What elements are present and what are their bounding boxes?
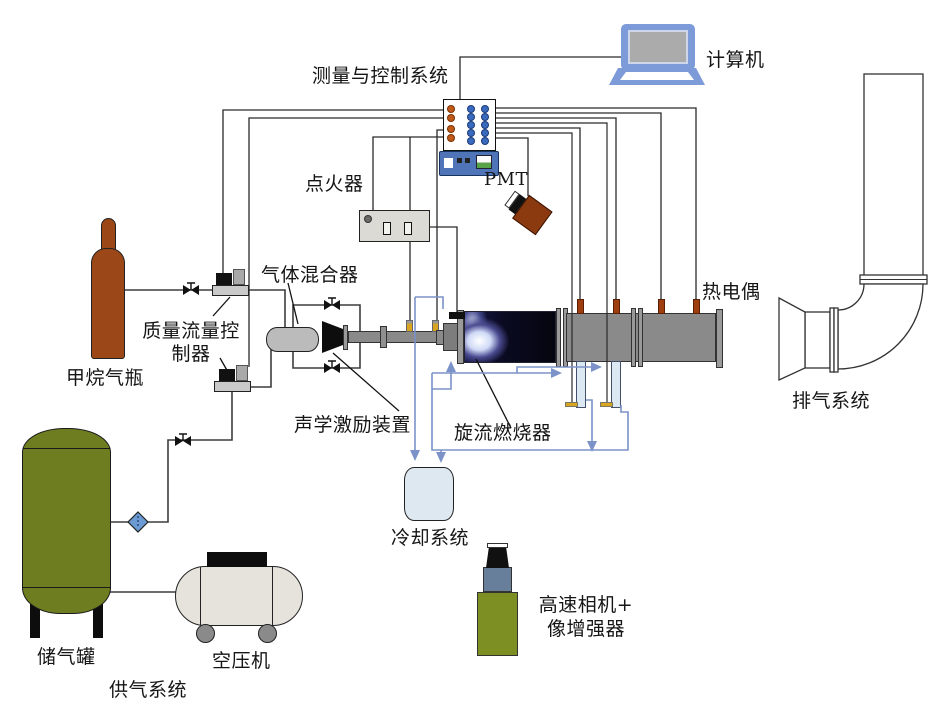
- label-gas-tank: 储气罐: [37, 646, 96, 668]
- label-highspeed-camera-line1: 高速相机+: [538, 594, 634, 616]
- daq-port: [467, 137, 475, 145]
- signal-generator-button: [444, 158, 453, 168]
- daq-port: [447, 114, 455, 122]
- daq-port: [481, 113, 489, 121]
- air-compressor-motor: [207, 552, 267, 567]
- label-exhaust-system: 排气系统: [792, 390, 871, 412]
- chamber-flange: [638, 308, 643, 367]
- camera-lens: [486, 548, 509, 568]
- label-computer: 计算机: [706, 49, 765, 71]
- cooled-probe: [611, 361, 621, 408]
- mfc2-connector: [236, 365, 248, 381]
- flame-tube-flange: [457, 310, 464, 364]
- mfc1-sensor-block: [216, 273, 232, 286]
- daq-port: [447, 134, 455, 142]
- daq-port: [481, 121, 489, 129]
- igniter-switch: [404, 222, 412, 235]
- signal-generator-knob: [457, 158, 462, 163]
- compressor-wheel: [196, 624, 215, 643]
- daq-port: [467, 121, 475, 129]
- daq-port: [467, 113, 475, 121]
- camera-lens-cap: [487, 543, 508, 548]
- daq-port: [447, 105, 455, 113]
- thermocouple-probe: [658, 299, 665, 314]
- probe-tip: [600, 402, 613, 407]
- air-compressor-body: [175, 566, 303, 626]
- daq-port: [481, 129, 489, 137]
- igniter-switch: [383, 222, 391, 235]
- tank-leg: [93, 598, 103, 638]
- label-cooling-system: 冷却系统: [391, 527, 470, 549]
- label-igniter: 点火器: [305, 173, 364, 195]
- daq-port: [481, 105, 489, 113]
- igniter-knob: [364, 215, 372, 223]
- compressor-wheel: [258, 624, 277, 643]
- daq-port: [467, 105, 475, 113]
- acoustic-driver-cone: [322, 321, 344, 353]
- igniter-electrode: [449, 312, 465, 319]
- exhaust-duct: [778, 73, 928, 382]
- daq-port: [447, 125, 455, 133]
- label-measurement-control-system: 测量与控制系统: [312, 65, 449, 87]
- thermocouple-probe: [693, 299, 700, 314]
- tank-leg: [30, 598, 40, 638]
- flame-tube: [464, 311, 556, 363]
- signal-generator-knob: [465, 158, 470, 163]
- label-air-compressor: 空压机: [212, 650, 271, 672]
- daq-port: [467, 129, 475, 137]
- air-filter-icon: [127, 511, 149, 533]
- signal-generator-screen: [476, 155, 492, 169]
- methane-cylinder-neck: [101, 218, 116, 252]
- chamber-flange: [631, 308, 636, 367]
- camera-block: [483, 567, 512, 592]
- thermocouple-probe: [613, 299, 620, 314]
- bypass-valve-bottom-icon: [324, 360, 340, 373]
- chamber-flange: [556, 308, 561, 367]
- thermocouple-probe: [577, 299, 584, 314]
- methane-cylinder: [91, 248, 125, 359]
- label-acoustic-excitation-device: 声学激励装置: [294, 414, 412, 436]
- camera-intensifier-body: [477, 592, 518, 656]
- label-thermocouple: 热电偶: [702, 281, 761, 303]
- pipe-flange: [380, 326, 387, 348]
- label-methane-cylinder: 甲烷气瓶: [66, 367, 145, 389]
- gas-storage-tank: [22, 428, 111, 614]
- mass-flow-controller-1: [212, 285, 249, 296]
- daq-port: [481, 137, 489, 145]
- label-gas-mixer: 气体混合器: [261, 264, 359, 286]
- bypass-valve-top-icon: [324, 297, 340, 310]
- cooled-probe: [576, 361, 586, 408]
- cooling-tank: [404, 467, 454, 521]
- gas-mixer: [266, 327, 319, 352]
- pressure-sensor-1: [406, 320, 413, 332]
- computer-screen: [628, 30, 688, 64]
- label-gas-supply-system: 供气系统: [109, 679, 188, 701]
- label-swirl-burner: 旋流燃烧器: [454, 422, 552, 444]
- label-mass-flow-controller-line2: 制器: [171, 343, 211, 365]
- computer-base: [609, 68, 705, 85]
- probe-tip: [565, 402, 578, 407]
- label-highspeed-camera-line2: 像增强器: [546, 618, 625, 640]
- mfc1-connector: [233, 269, 245, 285]
- mass-flow-controller-2: [214, 381, 251, 392]
- pmt-sensor: [497, 181, 561, 243]
- chamber-end-flange: [716, 309, 723, 368]
- label-pmt: PMT: [484, 169, 529, 190]
- air-valve-icon: [175, 433, 191, 446]
- methane-valve-icon: [183, 282, 199, 295]
- premix-pipe: [348, 331, 444, 343]
